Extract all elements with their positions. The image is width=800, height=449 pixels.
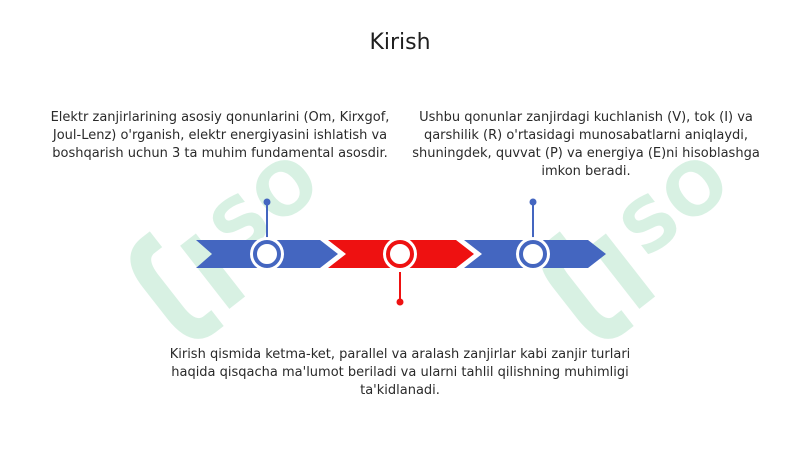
connector-dot-right: [529, 198, 537, 206]
connector-dot-middle: [396, 298, 404, 306]
slide-title: Kirish: [369, 30, 431, 55]
text-block-left: Elektr zanjirlarining asosiy qonunlarini…: [50, 110, 390, 161]
logo-mark-icon: [130, 231, 224, 339]
milestone-ring-right: [519, 240, 547, 268]
text-block-right: Ushbu qonunlar zanjirdagi kuchlanish (V)…: [412, 110, 760, 179]
text-block-bottom: Kirish qismida ketma-ket, parallel va ar…: [169, 347, 631, 398]
milestone-ring-left: [253, 240, 281, 268]
milestone-ring-middle: [386, 240, 414, 268]
connector-dot-left: [263, 198, 271, 206]
